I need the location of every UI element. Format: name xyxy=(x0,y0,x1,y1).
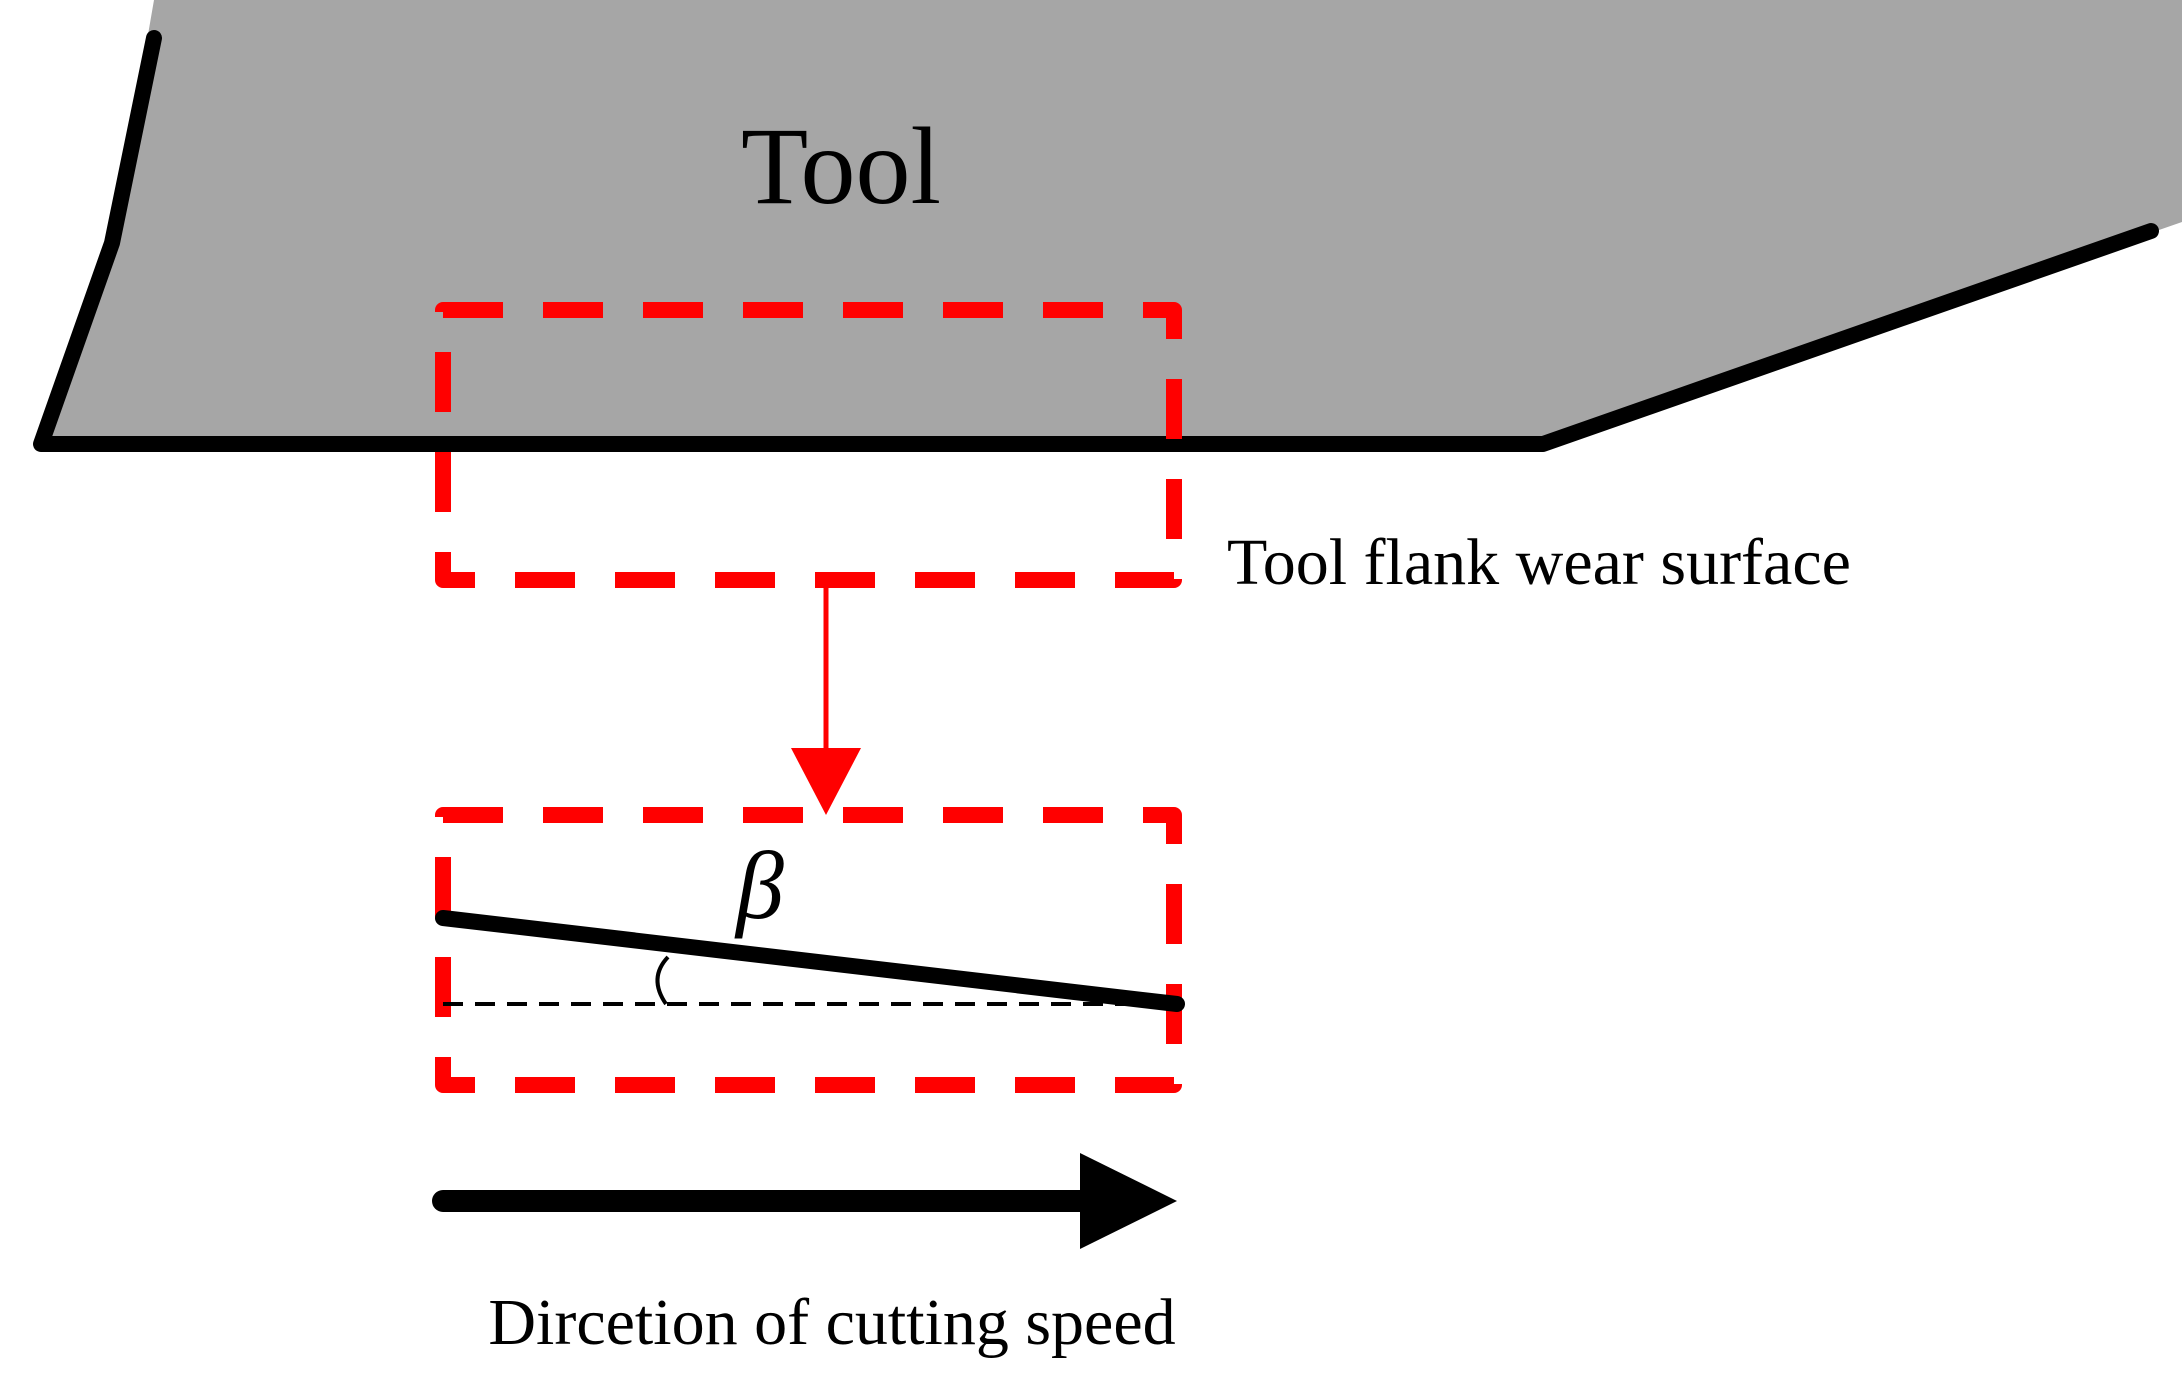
wear-surface-line xyxy=(435,910,1185,1012)
zoom-arrow-head xyxy=(791,748,861,815)
tool-outline xyxy=(33,30,2159,452)
tool-label: Tool xyxy=(741,105,941,227)
angle-arc xyxy=(655,955,670,1006)
angle-beta-label: β xyxy=(734,832,784,939)
tool-body xyxy=(41,0,2182,444)
cutting-direction-label: Dircetion of cutting speed xyxy=(488,1286,1175,1359)
zoom-box xyxy=(435,807,1182,1093)
cutting-direction-arrow-head xyxy=(1080,1153,1177,1249)
flank-wear-surface-label: Tool flank wear surface xyxy=(1227,526,1851,599)
